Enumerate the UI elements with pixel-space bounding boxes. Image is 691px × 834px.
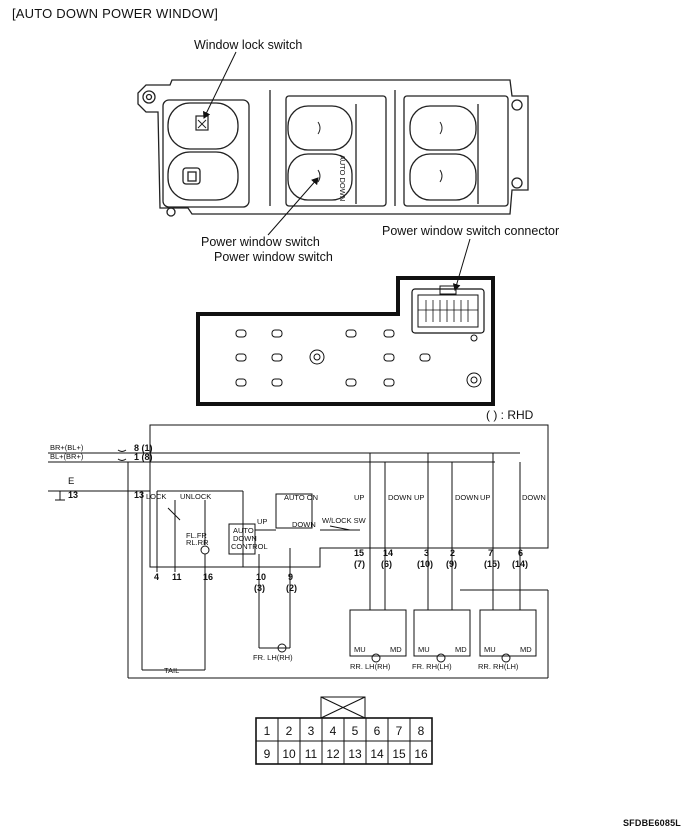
circuit-labels: BR+(BL+) BL+(BR+) E 8 (1) 1 (8) 13 13 LO… bbox=[50, 443, 546, 675]
adc-line-2: DOWN bbox=[233, 534, 257, 543]
pin-2: 2 bbox=[286, 724, 293, 738]
pin-10: 10 bbox=[282, 747, 296, 761]
pin-11: 11 bbox=[305, 747, 318, 761]
page-title: [AUTO DOWN POWER WINDOW] bbox=[12, 6, 219, 21]
group2-down: DOWN bbox=[455, 493, 479, 502]
group1-rhd-a: (7) bbox=[354, 559, 365, 569]
unlock-label: UNLOCK bbox=[180, 492, 211, 501]
mu-label-2: MU bbox=[418, 645, 430, 654]
pin-7: 7 bbox=[396, 724, 403, 738]
group3-motor: RR. RH(LH) bbox=[478, 662, 519, 671]
rl-rr-label: RL.RR bbox=[186, 538, 209, 547]
pin-6: 6 bbox=[374, 724, 381, 738]
switch-panel-drawing bbox=[137, 79, 529, 217]
pin-16: 16 bbox=[414, 747, 428, 761]
group1-motor: RR. LH(RH) bbox=[350, 662, 391, 671]
input-label-br: BR+(BL+) bbox=[50, 443, 84, 452]
connector-pin-table bbox=[255, 696, 433, 765]
window-lock-switch-label: Window lock switch bbox=[194, 38, 303, 52]
pin-5: 5 bbox=[352, 724, 359, 738]
fl-fr-label: FL.FR bbox=[186, 531, 207, 540]
bottom-pin-16: 16 bbox=[203, 572, 213, 582]
circuit-wiring bbox=[48, 424, 549, 679]
group1-pin-b: 14 bbox=[383, 548, 393, 558]
group3-up: UP bbox=[480, 493, 490, 502]
group1-down: DOWN bbox=[388, 493, 412, 502]
pin-1: 1 bbox=[264, 724, 271, 738]
figure-code: SFDBE6085L bbox=[622, 818, 681, 828]
group1-up: UP bbox=[354, 493, 364, 502]
group2-pin-b: 2 bbox=[450, 548, 455, 558]
group2-rhd-a: (10) bbox=[417, 559, 433, 569]
input-pin-2: 1 (8) bbox=[134, 452, 153, 462]
bottom-pin-10: 10 bbox=[256, 572, 266, 582]
pin-8: 8 bbox=[418, 724, 425, 738]
input-label-e: E bbox=[68, 476, 74, 487]
down-label-control: DOWN bbox=[292, 520, 316, 529]
connector-label: Power window switch connector bbox=[382, 224, 560, 238]
pin-12: 12 bbox=[326, 747, 340, 761]
md-label-1: MD bbox=[390, 645, 402, 654]
mu-label-1: MU bbox=[354, 645, 366, 654]
adc-line-1: AUTO bbox=[233, 526, 254, 535]
rhd-note: ( ) : RHD bbox=[486, 408, 534, 422]
up-label-control: UP bbox=[257, 517, 267, 526]
bottom-pin-rhd-3: (3) bbox=[254, 583, 265, 593]
front-motor-label: FR. LH(RH) bbox=[253, 653, 293, 662]
input-pin-e: 13 bbox=[68, 490, 78, 500]
power-window-switch-label: Power window switch bbox=[201, 235, 320, 249]
group2-motor: FR. RH(LH) bbox=[412, 662, 452, 671]
bottom-pin-9: 9 bbox=[288, 572, 293, 582]
connector-pin-numbers: 1 2 3 4 5 6 7 8 9 10 11 12 13 14 15 16 bbox=[264, 724, 428, 761]
auto-on-label: AUTO ON bbox=[284, 493, 318, 502]
bottom-pin-11: 11 bbox=[172, 572, 182, 582]
bottom-pin-4: 4 bbox=[154, 572, 159, 582]
group3-rhd-a: (15) bbox=[484, 559, 500, 569]
input-pin-1: 8 (1) bbox=[134, 443, 153, 453]
group3-down: DOWN bbox=[522, 493, 546, 502]
group3-pin-a: 7 bbox=[488, 548, 493, 558]
auto-down-panel-text: AUTO DOWN bbox=[338, 155, 347, 202]
input-label-bl: BL+(BR+) bbox=[50, 452, 84, 461]
pin-13: 13 bbox=[348, 747, 362, 761]
pin-9: 9 bbox=[264, 747, 271, 761]
group2-pin-a: 3 bbox=[424, 548, 429, 558]
pin-14: 14 bbox=[370, 747, 384, 761]
adc-line-3: CONTROL bbox=[231, 542, 268, 551]
switch-back-view bbox=[196, 276, 495, 406]
callout-leaders bbox=[203, 51, 471, 291]
pin-4: 4 bbox=[330, 724, 337, 738]
group3-pin-b: 6 bbox=[518, 548, 523, 558]
power-window-switch-label-2: Power window switch bbox=[214, 250, 333, 264]
group1-pin-a: 15 bbox=[354, 548, 364, 558]
group2-rhd-b: (9) bbox=[446, 559, 457, 569]
group1-rhd-b: (6) bbox=[381, 559, 392, 569]
pin-lock-number: 13 bbox=[134, 490, 144, 500]
tail-label: TAIL bbox=[164, 666, 179, 675]
wlock-sw-label: W/LOCK SW bbox=[322, 516, 367, 525]
bottom-pin-rhd-2: (2) bbox=[286, 583, 297, 593]
md-label-2: MD bbox=[455, 645, 467, 654]
lock-label: LOCK bbox=[146, 492, 166, 501]
group3-rhd-b: (14) bbox=[512, 559, 528, 569]
pin-3: 3 bbox=[308, 724, 315, 738]
pin-15: 15 bbox=[392, 747, 406, 761]
mu-label-3: MU bbox=[484, 645, 496, 654]
md-label-3: MD bbox=[520, 645, 532, 654]
group2-up: UP bbox=[414, 493, 424, 502]
